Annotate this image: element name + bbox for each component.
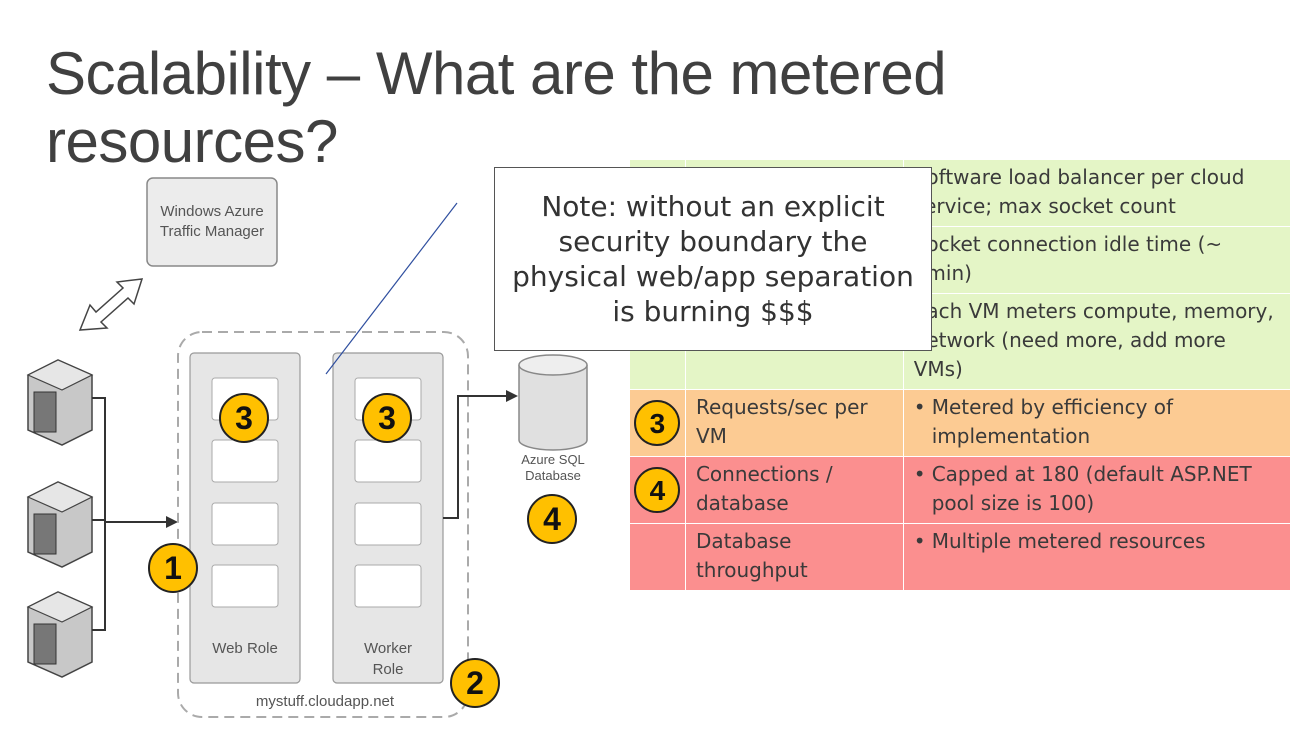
database-icon	[518, 354, 588, 451]
details-cell: •Capped at 180 (default ASP.NET pool siz…	[902, 456, 1292, 524]
worker-role-label: Worker Role	[363, 640, 413, 678]
table-badge-cell: 4	[629, 456, 686, 524]
resource-cell: Connections / database	[684, 456, 904, 524]
database-label: Azure SQL Database	[521, 452, 585, 483]
bullet-icon: •	[913, 395, 926, 419]
bidirectional-arrow-icon	[78, 278, 144, 331]
web-instance-2	[211, 439, 279, 483]
detail-item: •Metered by efficiency of implementation	[914, 393, 1280, 451]
details-cell: •Metered by efficiency of implementation	[902, 389, 1292, 457]
server-icon-2	[26, 481, 94, 568]
row-badge: 4	[634, 467, 681, 513]
resource-cell: Database throughput	[684, 523, 904, 591]
worker-instance-4	[354, 564, 422, 608]
detail-text: Metered by efficiency of implementation	[931, 395, 1174, 448]
details-cell: •Multiple metered resources	[902, 523, 1292, 591]
details-cell: Each VM meters compute, memory, network …	[902, 293, 1292, 390]
cloud-service-boundary	[177, 331, 469, 718]
detail-item: Software load balancer per cloud service…	[914, 163, 1280, 221]
arrow-head-icon	[166, 516, 178, 528]
web-instance-3	[211, 502, 279, 546]
worker-role-badge: 3	[362, 393, 412, 443]
database-badge: 4	[527, 494, 577, 544]
web-role-badge: 3	[219, 393, 269, 443]
slide-title: Scalability – What are the metered resou…	[46, 40, 947, 175]
row-badge: 3	[634, 400, 681, 446]
bullet-icon: •	[913, 529, 926, 553]
traffic-manager-box	[146, 177, 278, 267]
load-balancer-badge: 1	[148, 543, 198, 593]
server-icon-1	[26, 359, 94, 446]
detail-text: Software load balancer per cloud service…	[913, 165, 1245, 218]
table-badge-cell	[629, 523, 686, 591]
detail-text: Each VM meters compute, memory, network …	[913, 299, 1274, 381]
details-cell: Socket connection idle time (~ 4min)	[902, 226, 1292, 294]
detail-item: Socket connection idle time (~ 4min)	[914, 230, 1280, 288]
cloud-service-label: mystuff.cloudapp.net	[255, 693, 395, 710]
note-callout-line	[325, 202, 458, 375]
web-instance-4	[211, 564, 279, 608]
worker-instance-3	[354, 502, 422, 546]
detail-text: Socket connection idle time (~ 4min)	[913, 232, 1223, 285]
detail-item: Each VM meters compute, memory, network …	[914, 297, 1280, 384]
resource-cell: Requests/sec per VM	[684, 389, 904, 457]
detail-item: •Multiple metered resources	[914, 527, 1280, 556]
detail-text: Capped at 180 (default ASP.NET pool size…	[931, 462, 1252, 515]
table-badge-cell: 3	[629, 389, 686, 457]
detail-item: •Capped at 180 (default ASP.NET pool siz…	[914, 460, 1280, 518]
web-role-label: Web Role	[212, 640, 278, 657]
bullet-icon: •	[913, 462, 926, 486]
details-cell: Software load balancer per cloud service…	[902, 159, 1292, 227]
table-row: Database throughput •Multiple metered res…	[629, 523, 1292, 591]
detail-text: Multiple metered resources	[931, 529, 1206, 553]
server-icon-3	[26, 591, 94, 678]
client-connections	[92, 397, 170, 631]
worker-to-db-connection	[443, 395, 510, 519]
traffic-manager-label: Windows Azure Traffic Manager	[159, 203, 265, 240]
cloud-service-badge: 2	[450, 658, 500, 708]
worker-instance-2	[354, 439, 422, 483]
note-callout: Note: without an explicit security bound…	[494, 167, 932, 351]
arrow-head-icon	[506, 390, 518, 402]
